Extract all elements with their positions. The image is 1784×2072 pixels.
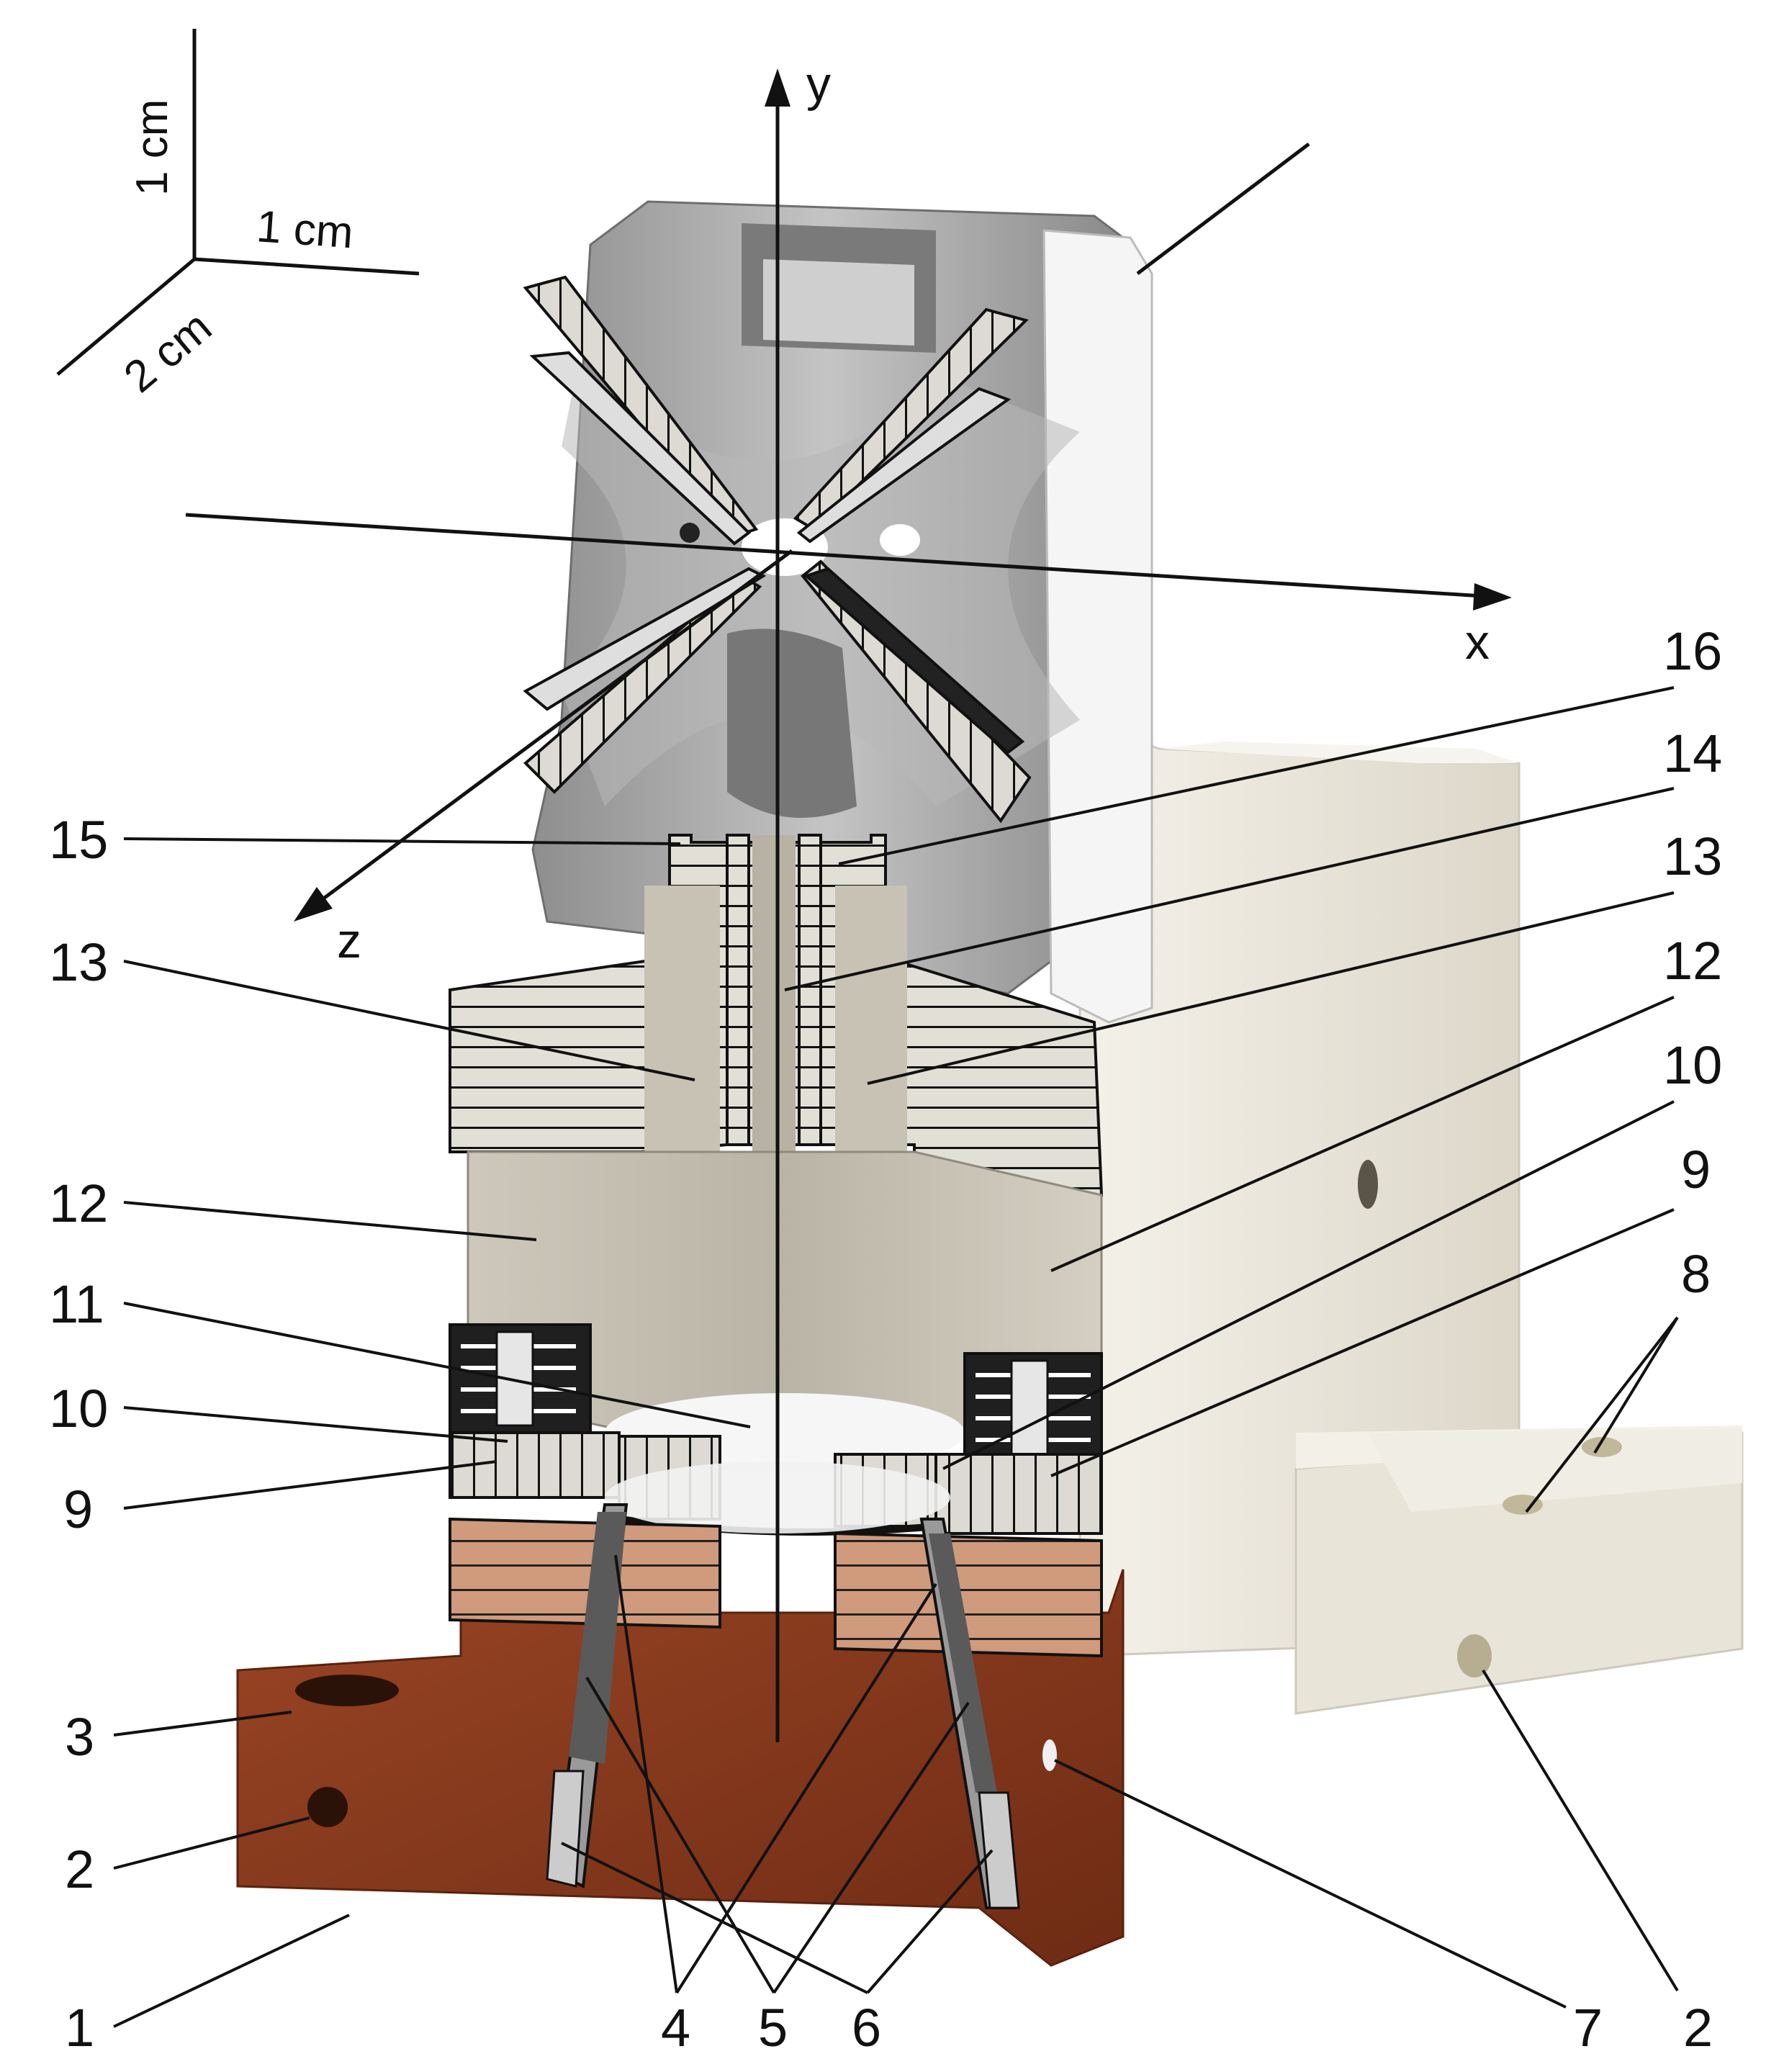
scale-bar-horizontal-label: 1 cm bbox=[255, 202, 355, 258]
callout-1: 1 bbox=[65, 1998, 94, 2058]
z-axis-label: z bbox=[337, 914, 361, 968]
scale-bar-depth-line bbox=[56, 258, 196, 376]
blade-electrodes bbox=[523, 275, 1032, 824]
leader-lines bbox=[113, 686, 1679, 2028]
callout-10-right: 10 bbox=[1663, 1035, 1722, 1095]
callout-6: 6 bbox=[852, 1998, 881, 2058]
scale-bar: 1 cm 1 cm 2 cm bbox=[56, 29, 420, 402]
callout-14: 14 bbox=[1663, 724, 1722, 783]
callout-3: 3 bbox=[65, 1707, 94, 1767]
x-axis-arrowhead bbox=[1473, 583, 1512, 611]
leader-line-8b bbox=[1593, 1316, 1679, 1454]
electrode-rod bbox=[726, 834, 750, 1146]
mounting-hole bbox=[1503, 1495, 1543, 1515]
mounting-hole bbox=[1582, 1437, 1622, 1457]
leader-line-8a bbox=[1525, 1316, 1679, 1513]
copper-base bbox=[236, 1517, 1125, 1967]
callout-12-right: 12 bbox=[1663, 931, 1722, 991]
copper-insulator-right bbox=[834, 1531, 1103, 1658]
leader-line-12-left bbox=[123, 1201, 537, 1241]
y-axis-label: y bbox=[806, 57, 831, 112]
base-port bbox=[1042, 1739, 1057, 1771]
leader-line-6b bbox=[866, 1849, 994, 1994]
leader-line-1 bbox=[113, 1914, 350, 2028]
callout-13-right: 13 bbox=[1663, 826, 1722, 886]
z-axis-line bbox=[315, 549, 793, 906]
leader-line-12-right bbox=[1050, 996, 1675, 1272]
vacuum-chamber-body bbox=[467, 1150, 1103, 1472]
callout-9-left: 9 bbox=[63, 1479, 93, 1539]
leader-line-5a bbox=[585, 1676, 775, 1994]
base-hole bbox=[307, 1787, 348, 1827]
blade-electrode-lower-right bbox=[801, 559, 1032, 824]
coordinate-axes: y x z bbox=[185, 57, 1512, 1742]
blade-electrode-upper-right-inner bbox=[796, 387, 1012, 544]
leader-line-10-left bbox=[123, 1406, 508, 1443]
y-axis-arrowhead bbox=[765, 68, 790, 107]
leader-line-13-left bbox=[123, 960, 695, 1081]
callout-16: 16 bbox=[1663, 621, 1722, 681]
leader-line-2-right bbox=[1482, 1669, 1679, 1992]
callout-13-left: 13 bbox=[49, 932, 108, 992]
leader-line-2-left bbox=[113, 1816, 310, 1870]
feedthrough-pins bbox=[546, 1503, 1020, 1909]
scale-bar-horizontal-line bbox=[194, 257, 420, 276]
x-axis-line bbox=[185, 513, 1484, 598]
callout-7: 7 bbox=[1573, 1998, 1603, 2058]
callout-10-left: 10 bbox=[49, 1379, 108, 1438]
leader-line-16 bbox=[838, 686, 1675, 865]
axis-extension-line bbox=[1136, 143, 1310, 275]
leader-line-9-right bbox=[1050, 1208, 1675, 1477]
callout-4: 4 bbox=[661, 1998, 690, 2058]
leader-line-5b bbox=[772, 1701, 970, 1994]
callout-11: 11 bbox=[49, 1274, 104, 1334]
base-bore bbox=[295, 1675, 399, 1706]
leader-line-10-right bbox=[942, 1100, 1675, 1470]
leader-line-3 bbox=[113, 1711, 292, 1737]
screw-blocks bbox=[449, 1323, 1103, 1463]
blade-electrode-upper-left-inner bbox=[529, 351, 752, 546]
cream-support-bracket bbox=[1078, 718, 1744, 1715]
callout-2-left: 2 bbox=[65, 1839, 94, 1899]
callout-5: 5 bbox=[758, 1998, 788, 2058]
callout-12-left: 12 bbox=[49, 1174, 108, 1233]
blade-electrode-lower-right-dark bbox=[803, 567, 1025, 755]
leader-line-14 bbox=[784, 787, 1675, 991]
leader-line-7 bbox=[1054, 1759, 1567, 2009]
screw bbox=[1010, 1359, 1049, 1456]
callout-8: 8 bbox=[1681, 1244, 1711, 1304]
scale-bar-vertical-label: 1 cm bbox=[127, 99, 177, 196]
leader-line-6a bbox=[561, 1842, 868, 1994]
leader-line-9-left bbox=[123, 1460, 497, 1510]
leader-line-11 bbox=[123, 1302, 751, 1428]
x-axis-label: x bbox=[1465, 615, 1490, 670]
copper-insulator-left bbox=[449, 1517, 721, 1629]
mounting-hole bbox=[1457, 1634, 1492, 1677]
callout-labels: 1 2 3 4 5 6 7 2 8 9 10 12 13 14 16 15 13… bbox=[49, 621, 1722, 2058]
electrode-rod bbox=[798, 834, 822, 1146]
leader-line-15 bbox=[123, 837, 681, 845]
callout-9-right: 9 bbox=[1681, 1140, 1711, 1199]
leader-line-4a bbox=[614, 1554, 678, 1994]
callout-15: 15 bbox=[49, 810, 108, 870]
leader-line-13-right bbox=[867, 891, 1675, 1085]
callout-2-right: 2 bbox=[1683, 1998, 1713, 2058]
z-axis-arrowhead bbox=[294, 887, 333, 922]
leader-line-4b bbox=[675, 1582, 937, 1994]
scale-bar-depth-label: 2 cm bbox=[115, 302, 221, 402]
mounting-hole bbox=[1358, 1160, 1378, 1209]
